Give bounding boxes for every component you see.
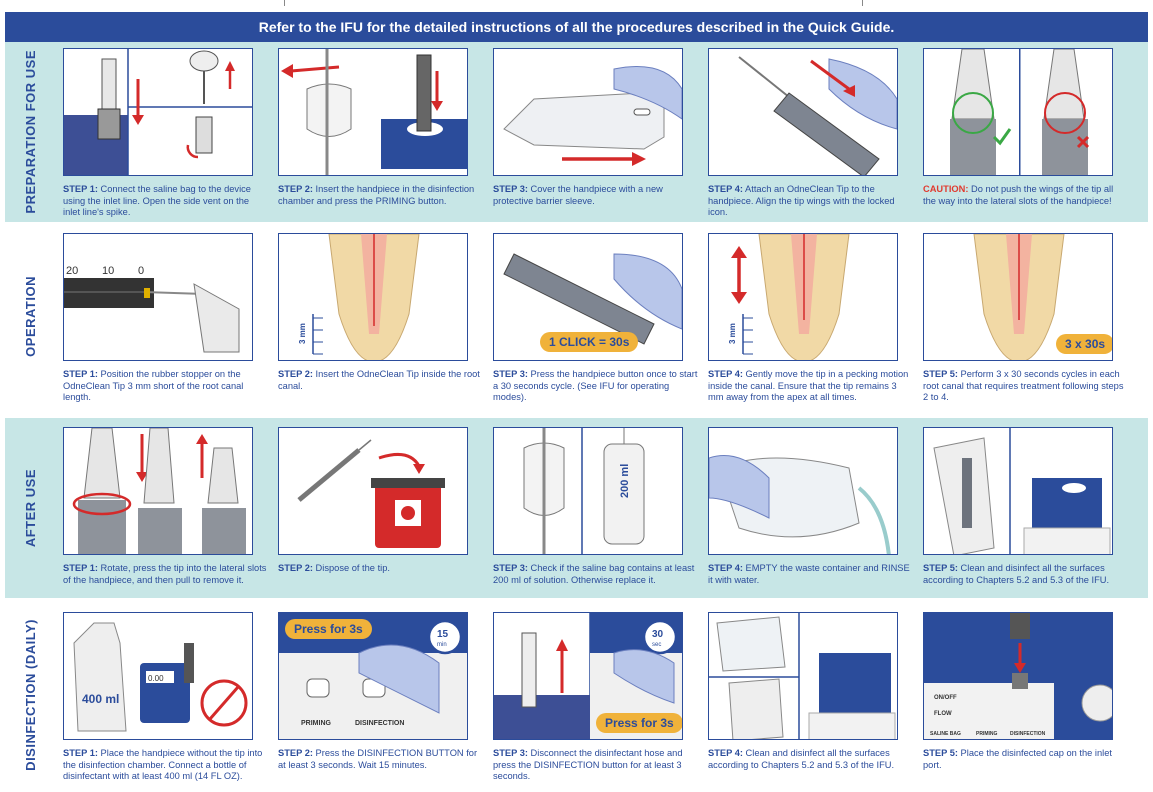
after-step-1-illustration	[63, 427, 253, 555]
op-step-4-illustration: 3 mm	[708, 233, 898, 361]
section-label-after-use: AFTER USE	[22, 468, 38, 548]
saline-bag-label: SALINE BAG	[930, 731, 961, 737]
dis-step-4-caption: STEP 4: Clean and disinfect all the surf…	[708, 748, 895, 770]
three-cycles-badge: 3 x 30s	[1056, 334, 1112, 354]
cycles-illustration	[973, 234, 1065, 360]
bottle-400ml-label: 400 ml	[82, 692, 119, 706]
clean-device-illustration	[709, 613, 896, 739]
inlet-cap-illustration: ON/OFF FLOW SALINE BAG PRIMING DISINFECT…	[924, 613, 1112, 739]
after-step-2-illustration	[278, 427, 468, 555]
timer-15-value: 15	[437, 629, 449, 640]
op-step-2-caption: STEP 2: Insert the OdneClean Tip inside …	[278, 369, 480, 391]
dis-step-4-illustration	[708, 612, 898, 740]
priming-label: PRIMING	[976, 731, 998, 737]
mm-label: 3 mm	[728, 323, 737, 344]
prep-caution-illustration	[923, 48, 1113, 176]
prep-step-2-caption: STEP 2: Insert the handpiece in the disi…	[278, 184, 475, 206]
root-canal-illustration: 3 mm	[298, 234, 420, 360]
guide-header: Refer to the IFU for the detailed instru…	[5, 12, 1148, 42]
prep-caution-caption: CAUTION: Do not push the wings of the ti…	[923, 184, 1114, 206]
after-step-1-caption: STEP 1: Rotate, press the tip into the l…	[63, 563, 267, 585]
dis-step-1-illustration: 400 ml 0.00	[63, 612, 253, 740]
prep-step-1-illustration	[63, 48, 253, 176]
remove-tip-illustration	[72, 428, 246, 554]
dis-step-2-illustration: 15 min PRIMING DISINFECTION Press for 3s	[278, 612, 468, 740]
op-step-1-illustration: 20 10 0	[63, 233, 253, 361]
prep-step-4-illustration	[708, 48, 898, 176]
after-step-3-illustration: 200 ml	[493, 427, 683, 555]
section-label-operation: OPERATION	[22, 275, 38, 357]
flow-label: FLOW	[934, 711, 952, 717]
dis-step-1-caption: STEP 1: Place the handpiece without the …	[63, 748, 263, 781]
press-3s-badge: Press for 3s	[596, 713, 682, 733]
saline-connection-illustration	[64, 49, 252, 175]
prep-step-1-caption: STEP 1: Connect the saline bag to the de…	[63, 184, 251, 217]
disinfectant-bottle-illustration: 400 ml 0.00	[73, 622, 248, 732]
sharps-bin-illustration	[297, 439, 445, 548]
prep-step-4-caption: STEP 4: Attach an OdneClean Tip to the h…	[708, 184, 895, 217]
tip-wings-illustration	[950, 49, 1090, 175]
clean-surfaces-illustration	[933, 428, 1111, 554]
barrier-sleeve-illustration	[503, 66, 682, 166]
section-label-disinfection: DISINFECTION (DAILY)	[22, 619, 38, 771]
dis-step-5-caption: STEP 5: Place the disinfected cap on the…	[923, 748, 1112, 770]
saline-200ml-label: 200 ml	[619, 464, 631, 498]
mm-label: 3 mm	[298, 323, 307, 344]
handpiece-button-illustration	[503, 253, 682, 345]
ruler-label-10: 10	[102, 265, 114, 277]
one-click-badge: 1 CLICK = 30s	[540, 332, 639, 352]
timer-min-unit: min	[437, 642, 447, 648]
after-step-2-caption: STEP 2: Dispose of the tip.	[278, 563, 390, 573]
prep-step-2-illustration	[278, 48, 468, 176]
press-3s-badge: Press for 3s	[285, 619, 372, 639]
disinfection-label: DISINFECTION	[1010, 731, 1046, 737]
timer-30-value: 30	[652, 629, 664, 640]
ruler-label-0: 0	[138, 265, 144, 277]
ruler-label-20: 20	[66, 265, 78, 277]
attach-tip-illustration	[738, 56, 897, 175]
dis-step-2-caption: STEP 2: Press the DISINFECTION BUTTON fo…	[278, 748, 478, 770]
prep-step-3-illustration	[493, 48, 683, 176]
op-step-5-caption: STEP 5: Perform 3 x 30 seconds cycles in…	[923, 369, 1124, 402]
after-step-5-caption: STEP 5: Clean and disinfect all the surf…	[923, 563, 1110, 585]
after-step-5-illustration	[923, 427, 1113, 555]
disinfection-label: DISINFECTION	[355, 720, 404, 727]
op-step-3-caption: STEP 3: Press the handpiece button once …	[493, 369, 698, 402]
after-step-3-caption: STEP 3: Check if the saline bag contains…	[493, 563, 695, 585]
after-step-4-caption: STEP 4: EMPTY the waste container and RI…	[708, 563, 910, 585]
dis-step-3-illustration: 30 sec Press for 3s	[493, 612, 683, 740]
saline-bag-illustration: 200 ml	[523, 428, 645, 554]
header-text: Refer to the IFU for the detailed instru…	[258, 19, 895, 35]
op-step-2-illustration: 3 mm	[278, 233, 468, 361]
timer-sec-unit: sec	[652, 642, 661, 648]
rubber-stopper-illustration: 20 10 0	[64, 265, 240, 353]
op-step-5-illustration: 3 x 30s	[923, 233, 1113, 361]
disinfection-chamber-illustration	[281, 49, 467, 175]
after-step-4-illustration	[708, 427, 898, 555]
dis-step-5-illustration: ON/OFF FLOW SALINE BAG PRIMING DISINFECT…	[923, 612, 1113, 740]
op-step-4-caption: STEP 4: Gently move the tip in a pecking…	[708, 369, 909, 402]
onoff-label: ON/OFF	[934, 695, 957, 701]
dis-step-3-caption: STEP 3: Disconnect the disinfectant hose…	[493, 748, 683, 781]
waste-container-illustration	[709, 455, 891, 554]
op-step-3-illustration: 1 CLICK = 30s	[493, 233, 683, 361]
section-label-preparation: PREPARATION FOR USE	[22, 50, 38, 214]
prep-step-3-caption: STEP 3: Cover the handpiece with a new p…	[493, 184, 663, 206]
priming-label: PRIMING	[301, 720, 332, 727]
op-step-1-caption: STEP 1: Position the rubber stopper on t…	[63, 369, 244, 402]
device-display: 0.00	[148, 674, 164, 683]
pecking-motion-illustration: 3 mm	[728, 234, 850, 360]
